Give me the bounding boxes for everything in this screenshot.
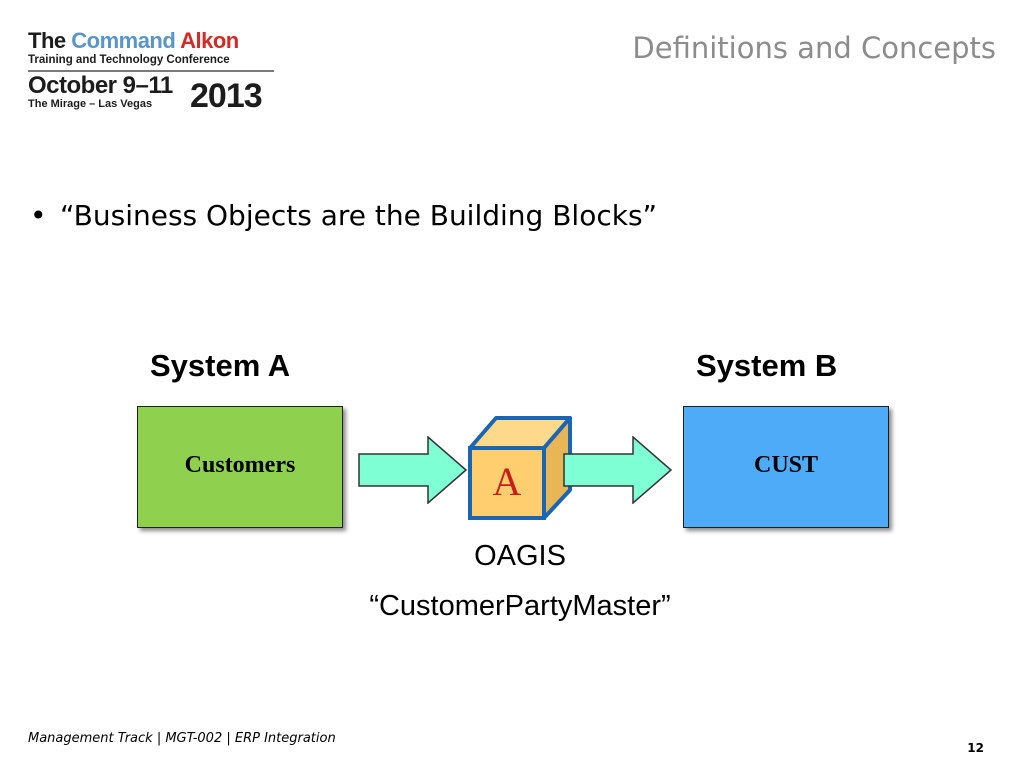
page-number: 12 <box>967 741 984 755</box>
slide-title: Definitions and Concepts <box>632 31 996 65</box>
business-object-name: “CustomerPartyMaster” <box>369 590 671 622</box>
arrow-right-icon <box>358 436 468 504</box>
conference-logo: The Command Alkon Training and Technolog… <box>28 28 288 114</box>
logo-date: October 9–11 <box>28 72 173 99</box>
logo-alkon-text: Alkon <box>180 28 239 53</box>
business-object-block-icon: A <box>468 416 572 520</box>
system-b-label: System B <box>696 348 838 383</box>
bullet-marker: • <box>30 199 47 232</box>
logo-the-text: The <box>28 28 66 53</box>
logo-divider <box>28 70 274 72</box>
system-b-box: CUST <box>683 406 889 528</box>
bullet-text: “Business Objects are the Building Block… <box>60 199 658 232</box>
oagis-label: OAGIS <box>474 540 566 572</box>
logo-venue: The Mirage – Las Vegas <box>28 98 153 110</box>
logo-year: 2013 <box>190 77 263 115</box>
system-b-box-label: CUST <box>753 452 819 478</box>
system-a-label: System A <box>150 348 291 383</box>
logo-command-text: Command <box>71 28 176 53</box>
logo-subtitle: Training and Technology Conference <box>28 54 230 66</box>
system-a-box: Customers <box>137 406 343 528</box>
arrow-right-icon <box>563 436 673 504</box>
footer-track: Management Track | MGT-002 | ERP Integra… <box>28 731 336 746</box>
logo-title: The Command Alkon <box>28 28 239 54</box>
bullet-point: • “Business Objects are the Building Bloc… <box>30 196 657 236</box>
system-a-box-label: Customers <box>184 452 296 478</box>
block-letter: A <box>493 459 522 504</box>
